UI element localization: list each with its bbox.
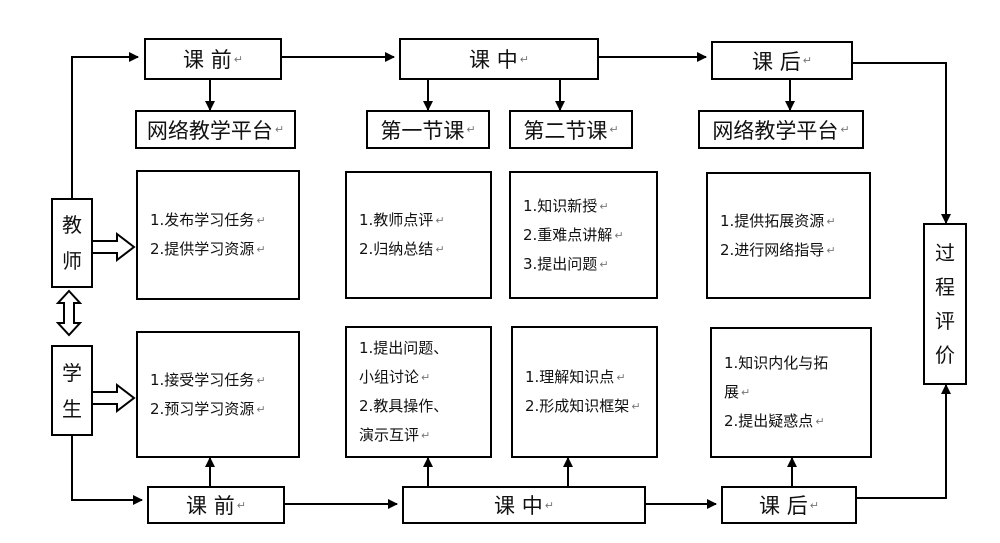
student-lesson1-task-2a: 2.教具操作、 <box>359 397 449 415</box>
top-pre-class-label: 课 前 <box>183 48 232 72</box>
teacher-lesson2-tasks-box: 1.知识新授↵ 2.重难点讲解↵ 3.提出问题↵ <box>509 171 658 299</box>
student-char-2: 生 <box>62 396 82 421</box>
platform-right-box: 网络教学平台↵ <box>698 110 864 149</box>
student-post-tasks-box: 1.知识内化与拓 展↵ 2.提出疑惑点↵ <box>710 327 872 458</box>
student-lesson1-task-1a: 1.提出问题、 <box>359 339 449 357</box>
student-post-task-1a: 1.知识内化与拓 <box>724 354 829 372</box>
process-evaluation-box: 过 程 评 价 <box>923 223 967 385</box>
student-lesson1-task-2b: 演示互评↵ <box>359 426 431 444</box>
platform-left-box: 网络教学平台↵ <box>135 110 296 149</box>
bottom-pre-class-label: 课 前 <box>186 494 235 518</box>
teacher-pre-tasks-box: 1.发布学习任务↵ 2.提供学习资源↵ <box>136 170 300 300</box>
student-lesson1-task-1b: 小组讨论↵ <box>359 368 431 386</box>
teacher-lesson2-task-1: 1.知识新授↵ <box>523 196 609 215</box>
teacher-post-task-2: 2.进行网络指导↵ <box>720 240 836 259</box>
teacher-post-tasks-box: 1.提供拓展资源↵ 2.进行网络指导↵ <box>706 172 871 299</box>
teacher-char-2: 师 <box>62 249 82 273</box>
teacher-student-double-arrow <box>55 289 83 337</box>
student-box: 学 生 <box>51 345 93 436</box>
bottom-in-class-label: 课 中 <box>494 494 543 518</box>
top-pre-class-box: 课 前↵ <box>144 38 282 80</box>
student-char-1: 学 <box>62 360 82 385</box>
student-lesson2-task-2: 2.形成知识框架↵ <box>525 397 641 415</box>
evaluation-char-1: 过 <box>935 241 955 265</box>
student-post-task-1b: 展↵ <box>724 383 751 401</box>
bottom-pre-class-box: 课 前↵ <box>147 486 285 524</box>
teacher-lesson2-task-2: 2.重难点讲解↵ <box>523 225 624 244</box>
bottom-post-to-evaluation-arrow <box>857 384 951 499</box>
student-pre-tasks-box: 1.接受学习任务↵ 2.预习学习资源↵ <box>136 331 300 458</box>
teacher-lesson1-tasks-box: 1.教师点评↵ 2.归纳总结↵ <box>345 171 492 299</box>
teacher-lesson1-task-1: 1.教师点评↵ <box>359 211 445 229</box>
bottom-in-class-box: 课 中↵ <box>402 486 646 524</box>
top-post-class-box: 课 后↵ <box>711 41 853 80</box>
student-pre-task-2: 2.预习学习资源↵ <box>150 399 266 418</box>
evaluation-char-4: 价 <box>935 343 955 367</box>
student-pre-task-1: 1.接受学习任务↵ <box>150 370 266 389</box>
lesson2-box: 第二节课↵ <box>509 110 633 149</box>
top-in-class-box: 课 中↵ <box>399 38 599 80</box>
student-lesson2-tasks-box: 1.理解知识点↵ 2.形成知识框架↵ <box>511 326 658 458</box>
student-to-bottom-pre-arrow <box>71 436 143 505</box>
lesson1-label: 第一节课 <box>380 118 465 143</box>
student-post-task-2: 2.提出疑惑点↵ <box>724 412 825 430</box>
student-lesson1-tasks-box: 1.提出问题、 小组讨论↵ 2.教具操作、 演示互评↵ <box>345 326 492 458</box>
platform-right-label: 网络教学平台 <box>712 118 839 143</box>
evaluation-char-3: 评 <box>935 309 955 333</box>
lesson2-label: 第二节课 <box>523 118 608 143</box>
teacher-lesson2-task-3: 3.提出问题↵ <box>523 254 609 273</box>
evaluation-char-2: 程 <box>935 275 955 299</box>
bottom-post-class-box: 课 后↵ <box>721 486 857 524</box>
lesson1-box: 第一节课↵ <box>366 110 490 149</box>
student-lesson2-task-1: 1.理解知识点↵ <box>525 368 626 386</box>
teacher-box: 教 师 <box>51 198 93 288</box>
top-post-class-label: 课 后 <box>752 49 801 74</box>
student-hollow-arrow <box>90 382 136 414</box>
teacher-to-top-pre-arrow <box>71 52 139 198</box>
platform-left-label: 网络教学平台 <box>146 118 273 143</box>
teacher-pre-task-2: 2.提供学习资源↵ <box>150 240 266 258</box>
teacher-char-1: 教 <box>62 213 82 237</box>
teacher-lesson1-task-2: 2.归纳总结↵ <box>359 240 445 258</box>
top-post-to-evaluation-arrow <box>853 62 951 224</box>
teacher-pre-task-1: 1.发布学习任务↵ <box>150 211 266 229</box>
top-in-class-label: 课 中 <box>469 48 518 72</box>
bottom-post-class-label: 课 后 <box>759 494 808 518</box>
teacher-hollow-arrow <box>90 231 136 263</box>
teacher-post-task-1: 1.提供拓展资源↵ <box>720 211 836 230</box>
